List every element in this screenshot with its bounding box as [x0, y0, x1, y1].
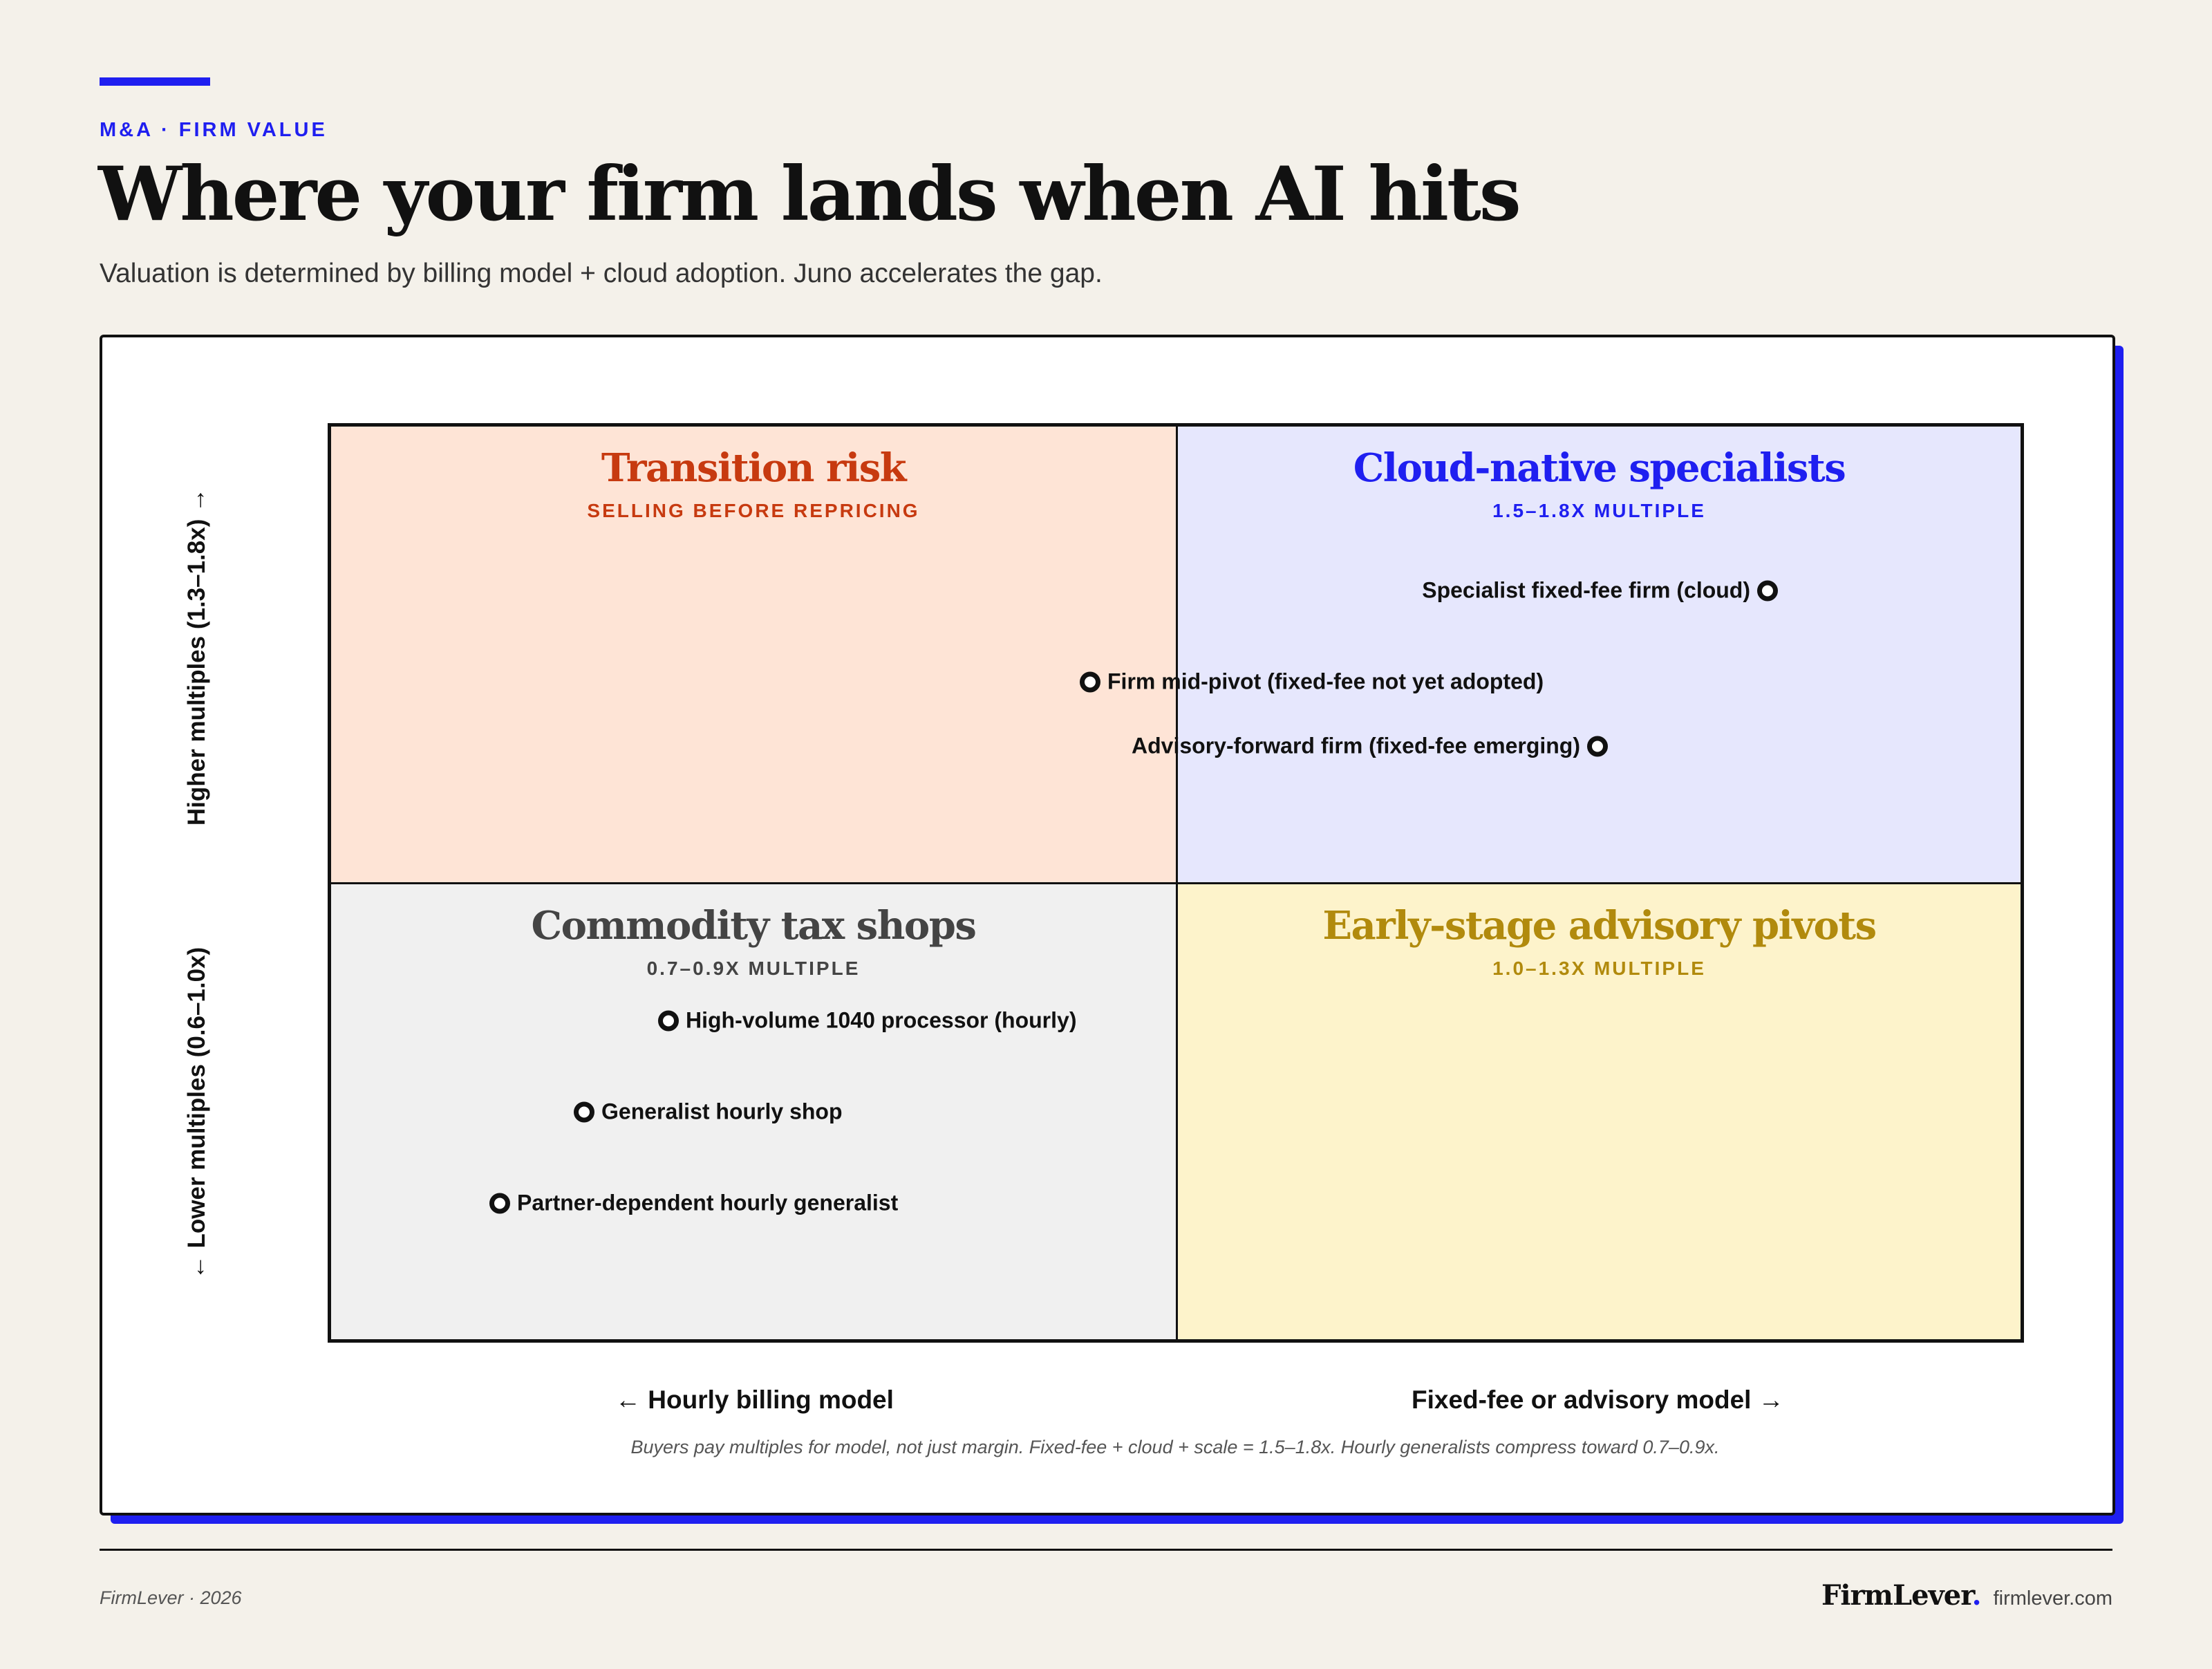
point-label: High-volume 1040 processor (hourly) — [686, 1007, 1077, 1033]
point-specialist-fixed-fee-firm: Specialist fixed-fee firm (cloud) — [1422, 578, 1778, 604]
point-marker — [1757, 580, 1778, 601]
point-marker — [574, 1101, 594, 1122]
point-marker — [489, 1193, 510, 1213]
point-advisory-forward-firm: Advisory-forward firm (fixed-fee emergin… — [1132, 734, 1608, 759]
point-firm-mid-pivot: Firm mid-pivot (fixed-fee not yet adopte… — [1080, 669, 1544, 695]
brand: FirmLever. firmlever.com — [1821, 1579, 2112, 1612]
quadrant-matrix: Transition risk SELLING BEFORE REPRICING… — [328, 423, 2024, 1343]
point-marker — [658, 1010, 679, 1031]
point-label: Specialist fixed-fee firm (cloud) — [1422, 577, 1750, 603]
page-title: Where your firm lands when AI hits — [98, 151, 1521, 238]
point-label: Advisory-forward firm (fixed-fee emergin… — [1132, 733, 1580, 758]
quadrant-title: Early-stage advisory pivots — [1322, 903, 1877, 949]
page-subtitle: Valuation is determined by billing model… — [100, 259, 1103, 288]
point-marker — [1587, 736, 1608, 756]
quadrant-cloud-native-specialists: Cloud-native specialists 1.5–1.8X MULTIP… — [1178, 427, 2021, 884]
point-partner-dependent-hourly-generalist: Partner-dependent hourly generalist — [489, 1191, 898, 1216]
footer-divider — [100, 1549, 2112, 1551]
quadrant-title: Commodity tax shops — [531, 903, 977, 949]
point-label: Firm mid-pivot (fixed-fee not yet adopte… — [1107, 669, 1544, 694]
brand-url: firmlever.com — [1993, 1587, 2112, 1610]
quadrant-title: Cloud-native specialists — [1353, 445, 1846, 491]
x-axis-label-hourly: ← Hourly billing model — [615, 1386, 894, 1414]
brand-dot: . — [1971, 1579, 1982, 1612]
brand-name: FirmLever — [1821, 1579, 1973, 1612]
footnote: Buyers pay multiples for model, not just… — [630, 1437, 1720, 1457]
quadrant-subtitle: 0.7–0.9X MULTIPLE — [646, 957, 861, 979]
y-axis-label-high: Higher multiples (1.3–1.8x) → — [183, 487, 210, 826]
quadrant-title: Transition risk — [601, 445, 907, 491]
quadrant-subtitle: SELLING BEFORE REPRICING — [587, 499, 920, 521]
x-axis-label-fixed-fee: Fixed-fee or advisory model → — [1412, 1386, 1784, 1414]
y-axis-label-low: ← Lower multiples (0.6–1.0x) — [183, 947, 210, 1280]
quadrant-early-stage-advisory-pivots: Early-stage advisory pivots 1.0–1.3X MUL… — [1178, 884, 2021, 1339]
point-generalist-hourly-shop: Generalist hourly shop — [574, 1099, 843, 1125]
footer-credit: FirmLever · 2026 — [100, 1587, 242, 1608]
brand-logo: FirmLever. — [1821, 1579, 1982, 1612]
point-high-volume-1040-processor: High-volume 1040 processor (hourly) — [658, 1008, 1076, 1034]
point-label: Partner-dependent hourly generalist — [517, 1190, 899, 1215]
point-label: Generalist hourly shop — [601, 1099, 843, 1124]
quadrant-subtitle: 1.5–1.8X MULTIPLE — [1492, 499, 1706, 521]
accent-bar — [100, 77, 210, 86]
quadrant-transition-risk: Transition risk SELLING BEFORE REPRICING — [331, 427, 1178, 884]
point-marker — [1080, 671, 1100, 692]
eyebrow: M&A · FIRM VALUE — [100, 119, 328, 141]
quadrant-subtitle: 1.0–1.3X MULTIPLE — [1492, 957, 1706, 979]
quadrant-commodity-tax-shops: Commodity tax shops 0.7–0.9X MULTIPLE — [331, 884, 1178, 1339]
